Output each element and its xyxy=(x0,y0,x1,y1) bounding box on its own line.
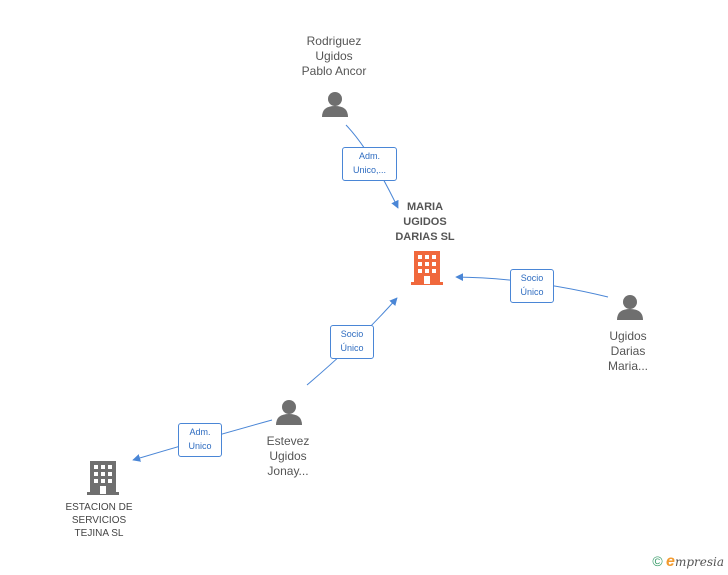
node-label-estevez[interactable]: Estevez Ugidos Jonay... xyxy=(248,434,328,479)
person-icon[interactable] xyxy=(276,400,302,425)
edge-label-line: Unico xyxy=(188,441,212,451)
building-icon[interactable] xyxy=(411,251,443,285)
node-label-estacion[interactable]: ESTACION DE SERVICIOS TEJINA SL xyxy=(54,501,144,540)
edge-label-estevez-estacion[interactable]: Adm. Unico xyxy=(178,423,222,457)
label-line: Pablo Ancor xyxy=(301,64,367,78)
copyright-symbol: © xyxy=(652,553,663,569)
building-icon[interactable] xyxy=(87,461,119,495)
edge-label-line: Adm. xyxy=(189,427,211,437)
label-line: Estevez xyxy=(266,434,310,448)
label-line: Darias xyxy=(610,344,646,358)
edge-label-rodriguez-center[interactable]: Adm. Unico,... xyxy=(342,147,397,181)
edge-label-estevez-center[interactable]: Socio Único xyxy=(330,325,374,359)
label-line: DARIAS SL xyxy=(395,231,455,243)
label-line: Ugidos xyxy=(609,329,647,343)
label-line: MARIA xyxy=(406,201,444,213)
label-line: Ugidos xyxy=(315,49,353,63)
label-line: SERVICIOS xyxy=(71,515,127,526)
label-line: Ugidos xyxy=(269,449,307,463)
person-icon[interactable] xyxy=(617,295,643,320)
edge-label-line: Único xyxy=(520,287,544,297)
node-label-ugidos-darias[interactable]: Ugidos Darias Maria... xyxy=(590,329,666,374)
edge-label-line: Adm. xyxy=(358,151,380,161)
label-line: ESTACION DE xyxy=(65,502,133,513)
brand-name: mpresia xyxy=(674,555,724,569)
edge-label-line: Unico,... xyxy=(352,165,386,175)
label-line: Maria... xyxy=(607,359,648,373)
label-line: Rodriguez xyxy=(306,34,362,48)
label-line: Jonay... xyxy=(267,464,309,478)
node-label-rodriguez[interactable]: Rodriguez Ugidos Pablo Ancor xyxy=(288,34,380,79)
edge-label-line: Único xyxy=(340,343,364,353)
label-line: UGIDOS xyxy=(403,216,447,228)
label-line: TEJINA SL xyxy=(74,528,124,539)
person-icon[interactable] xyxy=(322,92,348,117)
edge-label-line: Socio xyxy=(340,329,364,339)
brand-e-logo: e xyxy=(666,553,675,570)
footer-brand[interactable]: © empresia xyxy=(652,553,724,571)
edge-label-ugidos-center[interactable]: Socio Único xyxy=(510,269,554,303)
edge-label-line: Socio xyxy=(520,273,544,283)
node-label-center[interactable]: MARIA UGIDOS DARIAS SL xyxy=(380,200,470,245)
